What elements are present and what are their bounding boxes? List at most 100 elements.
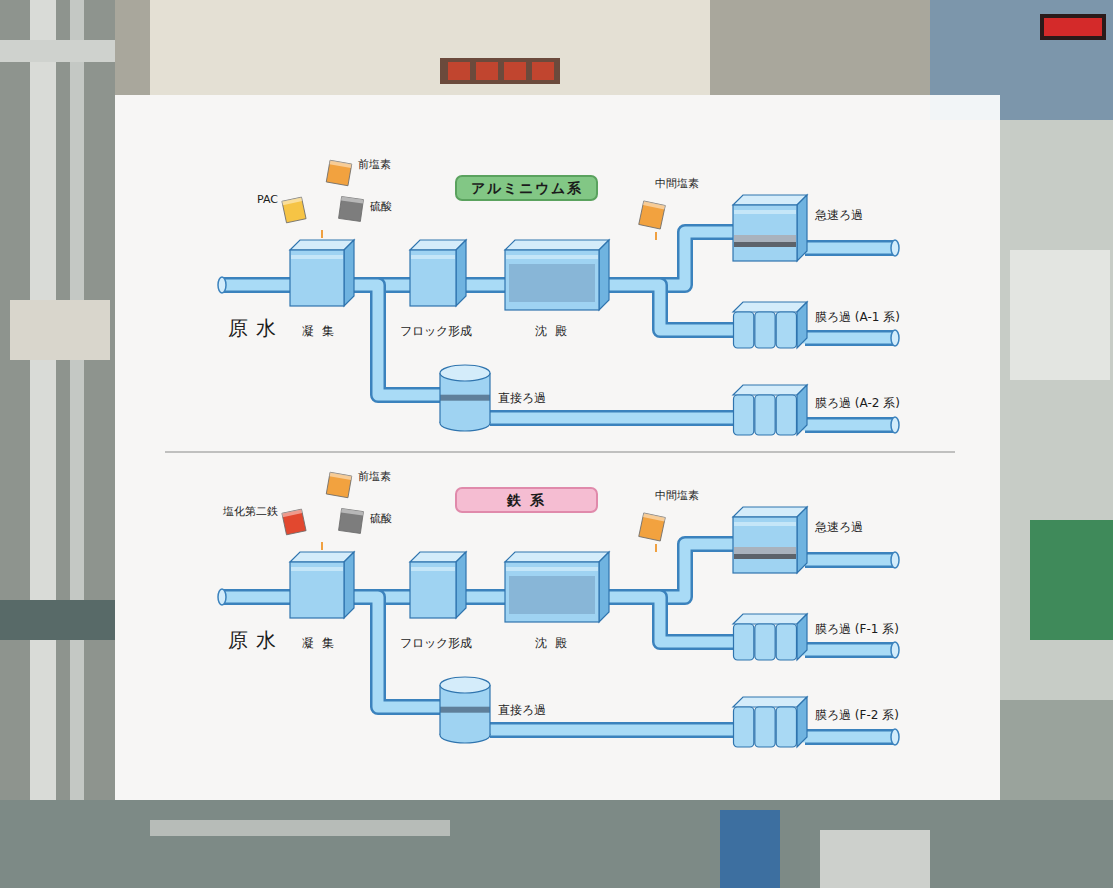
membrane-unit: 膜ろ過 (A-1 系) bbox=[733, 302, 807, 348]
rapid-filter-drawing bbox=[733, 507, 807, 573]
direct-filter-tank-drawing bbox=[440, 677, 490, 743]
shape bbox=[733, 195, 807, 261]
decoration bbox=[0, 800, 1113, 888]
water-pipe bbox=[464, 597, 507, 598]
chemical-box-drawing bbox=[284, 199, 304, 221]
tank-face bbox=[733, 507, 807, 517]
flocculation-tank: フロック形成 bbox=[410, 552, 466, 618]
section-tag: 鉄 系 bbox=[455, 487, 598, 513]
decoration bbox=[321, 230, 323, 238]
membrane-cell bbox=[776, 707, 796, 747]
flocculation-tank: フロック形成 bbox=[410, 240, 466, 306]
decoration bbox=[0, 600, 115, 640]
shape bbox=[282, 197, 306, 223]
decoration bbox=[1000, 700, 1113, 800]
shape bbox=[410, 240, 466, 306]
chemical-box: 硫酸 bbox=[340, 510, 362, 532]
shape bbox=[326, 160, 351, 185]
water-line bbox=[506, 255, 598, 259]
membrane-cell bbox=[734, 707, 754, 747]
tank-face bbox=[505, 250, 599, 310]
shape bbox=[440, 677, 490, 743]
chemical-bag bbox=[282, 509, 306, 535]
decoration bbox=[803, 645, 895, 656]
decoration bbox=[222, 592, 294, 603]
process-label: 直接ろ過 bbox=[498, 703, 546, 717]
water-pipe bbox=[464, 285, 507, 286]
tank-face bbox=[505, 562, 599, 622]
pipe-water bbox=[488, 725, 735, 736]
source-label: 原水 bbox=[228, 628, 284, 652]
process-label: 膜ろ過 (F-2 系) bbox=[815, 708, 899, 722]
direct-filter-tank-drawing bbox=[440, 365, 490, 431]
process-label: 直接ろ過 bbox=[498, 391, 546, 405]
chemical-bag bbox=[339, 509, 364, 534]
decoration bbox=[321, 542, 323, 550]
chemical-bag bbox=[639, 513, 666, 541]
tank-face bbox=[505, 552, 609, 562]
tank-face bbox=[733, 697, 807, 707]
chemical-bag bbox=[339, 509, 364, 534]
section-title: 鉄 系 bbox=[507, 492, 546, 509]
shape bbox=[639, 201, 666, 229]
membrane-cell bbox=[776, 395, 796, 435]
shape bbox=[639, 513, 666, 541]
membrane-cell bbox=[755, 624, 775, 660]
tank-top bbox=[440, 365, 490, 381]
coagulation-tank-drawing bbox=[290, 240, 354, 306]
chemical-box-drawing bbox=[641, 515, 663, 539]
tank-face bbox=[733, 517, 797, 573]
decoration bbox=[150, 820, 450, 836]
membrane-cell bbox=[734, 624, 754, 660]
decoration bbox=[803, 732, 895, 743]
white-panel bbox=[115, 95, 1000, 800]
bag-seal bbox=[341, 197, 363, 204]
tank-face bbox=[290, 552, 354, 562]
chemical-bag bbox=[282, 197, 306, 223]
tank-face bbox=[599, 240, 609, 310]
process-label: フロック形成 bbox=[400, 324, 472, 338]
bag-seal bbox=[643, 513, 665, 521]
decoration bbox=[70, 0, 84, 888]
chemical-box-drawing bbox=[328, 474, 350, 496]
tank-top bbox=[440, 677, 490, 693]
gravel-layer bbox=[734, 242, 796, 247]
pipe-water bbox=[488, 413, 735, 424]
chemical-bag bbox=[282, 197, 306, 223]
rapid-filter-drawing bbox=[733, 195, 807, 261]
chemical-label: 中間塩素 bbox=[655, 489, 699, 502]
chemical-box-drawing bbox=[284, 511, 304, 533]
tank-face bbox=[733, 302, 807, 312]
tank-face bbox=[733, 614, 807, 624]
tank-face bbox=[290, 240, 354, 250]
separator-line bbox=[165, 451, 955, 452]
shape bbox=[505, 552, 609, 622]
decoration bbox=[10, 300, 110, 360]
membrane-cell bbox=[734, 395, 754, 435]
chemical-bag bbox=[326, 472, 351, 497]
membrane-unit: 膜ろ過 (F-1 系) bbox=[733, 614, 807, 660]
chemical-label: PAC bbox=[257, 193, 278, 206]
decoration bbox=[891, 729, 899, 745]
bag-seal bbox=[329, 472, 351, 480]
decoration bbox=[891, 552, 899, 568]
decoration bbox=[720, 810, 780, 888]
tank-face bbox=[290, 562, 344, 618]
water-line bbox=[291, 255, 343, 259]
process-label: 沈殿 bbox=[535, 636, 575, 650]
chemical-box: 中間塩素 bbox=[641, 203, 663, 227]
tank-wall bbox=[489, 373, 490, 423]
process-label: 急速ろ過 bbox=[815, 208, 863, 222]
chemical-bag bbox=[326, 160, 351, 185]
decoration bbox=[655, 232, 657, 240]
water-line bbox=[506, 567, 598, 571]
tank-face bbox=[344, 240, 354, 306]
membrane-cell bbox=[755, 395, 775, 435]
gravel-layer bbox=[734, 554, 796, 559]
tank-face bbox=[344, 552, 354, 618]
membrane-cell bbox=[755, 312, 775, 348]
chemical-bag bbox=[639, 201, 666, 229]
